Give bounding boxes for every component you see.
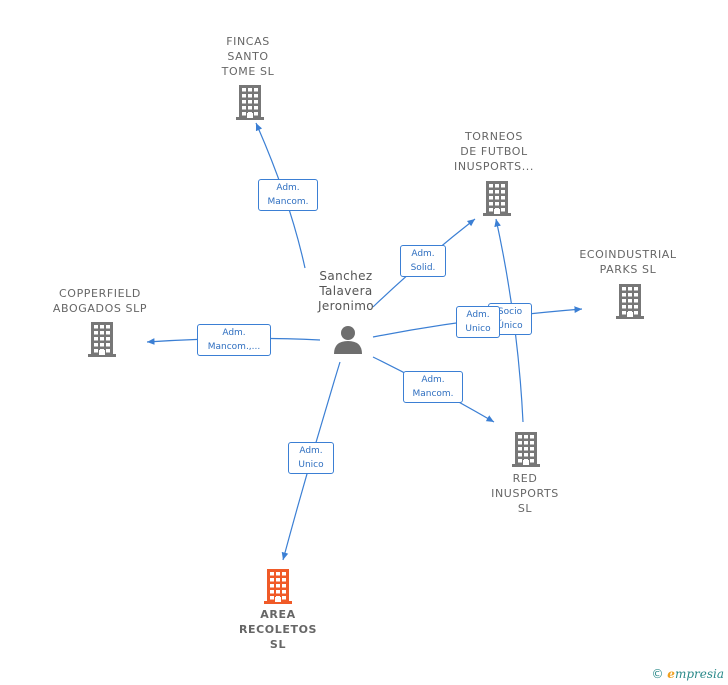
company-name-line: AREA bbox=[260, 608, 296, 621]
footer-brand: © empresia bbox=[651, 667, 724, 681]
company-name-line: RED bbox=[512, 472, 538, 485]
company-name-line: TOME SL bbox=[221, 65, 275, 78]
company-name-line: ECOINDUSTRIAL bbox=[579, 248, 677, 261]
company-label-ecoindustrial[interactable]: ECOINDUSTRIAL PARKS SL bbox=[572, 247, 684, 277]
person-name-line: Jeronimo bbox=[317, 299, 375, 313]
company-name-line: FINCAS bbox=[226, 35, 270, 48]
company-name-line: PARKS SL bbox=[599, 263, 657, 276]
company-name-line: SANTO bbox=[227, 50, 269, 63]
edge-label-ecoindustrial: Adm. Unico bbox=[456, 306, 500, 338]
company-label-area[interactable]: AREA RECOLETOS SL bbox=[226, 607, 330, 652]
building-icon[interactable] bbox=[234, 84, 266, 124]
person-name-line: Sanchez bbox=[319, 269, 373, 283]
building-icon[interactable] bbox=[262, 568, 294, 608]
person-label[interactable]: Sanchez Talavera Jeronimo bbox=[304, 269, 388, 314]
company-label-fincas[interactable]: FINCAS SANTO TOME SL bbox=[206, 34, 290, 79]
company-name-line: ABOGADOS SLP bbox=[52, 302, 148, 315]
person-name-line: Talavera bbox=[319, 284, 373, 298]
building-icon[interactable] bbox=[614, 283, 646, 323]
edge-label-copperfield: Adm. Mancom.,... bbox=[197, 324, 271, 356]
company-name-line: DE FUTBOL bbox=[460, 145, 528, 158]
company-name-line: INUSPORTS bbox=[491, 487, 559, 500]
edge-label-area: Adm. Unico bbox=[288, 442, 334, 474]
copyright-symbol: © bbox=[651, 667, 664, 681]
edge-label-red: Adm. Mancom. bbox=[403, 371, 463, 403]
building-icon[interactable] bbox=[481, 180, 513, 220]
company-name-line: RECOLETOS bbox=[238, 623, 318, 636]
company-name-line: SL bbox=[269, 638, 287, 651]
company-name-line: TORNEOS bbox=[464, 130, 524, 143]
person-icon[interactable] bbox=[333, 324, 363, 358]
edge-label-fincas: Adm. Mancom. bbox=[258, 179, 318, 211]
building-icon[interactable] bbox=[86, 321, 118, 361]
brand-logo: empresia bbox=[667, 667, 724, 681]
edge-label-torneos: Adm. Solid. bbox=[400, 245, 446, 277]
company-label-copperfield[interactable]: COPPERFIELD ABOGADOS SLP bbox=[44, 286, 156, 316]
company-label-torneos[interactable]: TORNEOS DE FUTBOL INUSPORTS... bbox=[446, 129, 542, 174]
company-name-line: SL bbox=[517, 502, 533, 515]
building-icon[interactable] bbox=[510, 431, 542, 471]
company-name-line: COPPERFIELD bbox=[59, 287, 141, 300]
company-name-line: INUSPORTS... bbox=[453, 160, 535, 173]
company-label-red[interactable]: RED INUSPORTS SL bbox=[481, 471, 569, 516]
